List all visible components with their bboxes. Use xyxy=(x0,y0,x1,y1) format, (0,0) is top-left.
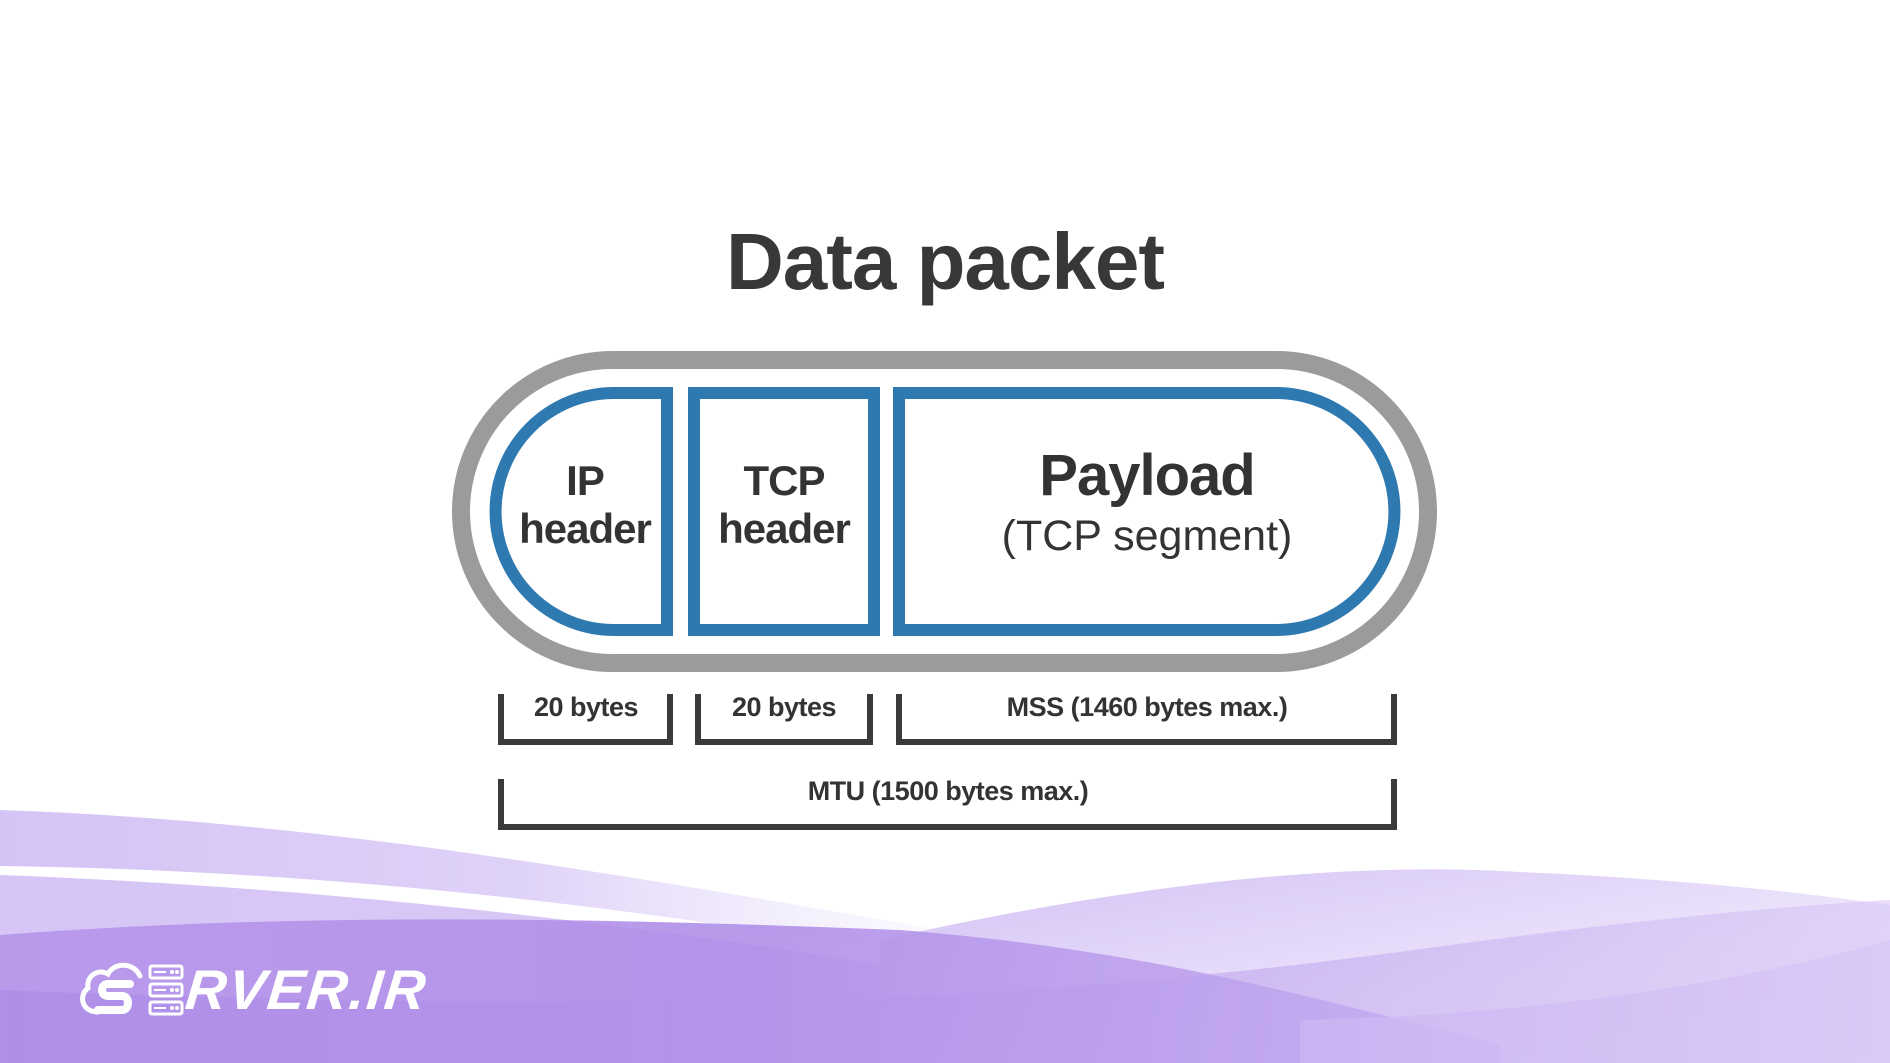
logo-text: RVER.IR xyxy=(182,958,431,1021)
wave-top-streak xyxy=(0,810,940,960)
diagram-title: Data packet xyxy=(725,217,1165,306)
tcp-header-label-line1: TCP xyxy=(743,457,826,504)
ip-size-label: 20 bytes xyxy=(533,692,639,722)
ip-header-label-line1: IP xyxy=(566,457,605,504)
cloud-server-icon xyxy=(80,962,143,1015)
bracket-mtu xyxy=(498,779,1397,830)
payload-label-subtitle: (TCP segment) xyxy=(1001,512,1293,560)
server-ir-logo: RVER.IR xyxy=(76,958,431,1022)
server-rack-icon xyxy=(148,964,184,1016)
payload-label: Payload (TCP segment) xyxy=(905,447,1389,558)
payload-segment xyxy=(893,387,1401,636)
payload-label-title: Payload xyxy=(1039,443,1255,508)
ip-header-label: IP header xyxy=(505,460,665,550)
ip-header-segment xyxy=(489,387,673,636)
bracket-tcp-size xyxy=(695,694,873,745)
mtu-label: MTU (1500 bytes max.) xyxy=(807,776,1089,806)
tcp-header-label: TCP header xyxy=(700,460,868,550)
tcp-size-label: 20 bytes xyxy=(731,692,837,722)
wave-base xyxy=(0,900,1890,1063)
tcp-header-segment xyxy=(688,387,880,636)
bracket-mss xyxy=(896,694,1397,745)
mss-label: MSS (1460 bytes max.) xyxy=(1006,692,1288,722)
tcp-header-label-line2: header xyxy=(718,505,851,552)
bracket-ip-size xyxy=(498,694,673,745)
ip-header-label-line2: header xyxy=(519,505,652,552)
